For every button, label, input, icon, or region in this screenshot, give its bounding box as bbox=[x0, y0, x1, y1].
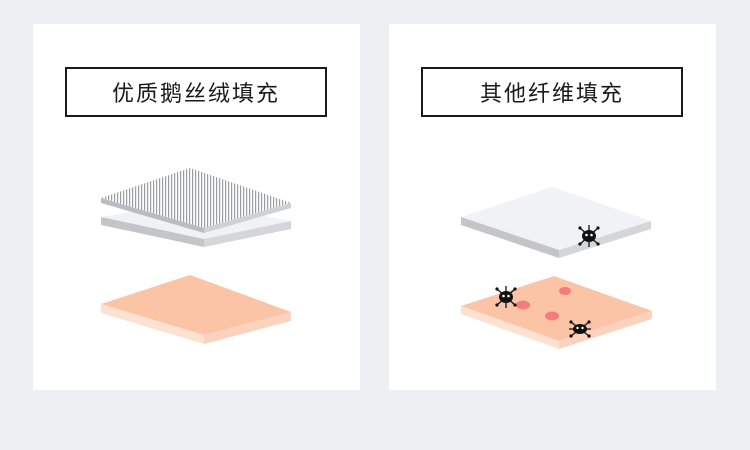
panel-premium-down: 优质鹅丝绒填充 bbox=[33, 24, 360, 390]
fabric-layer bbox=[461, 187, 651, 258]
other-fiber-illustration bbox=[461, 187, 652, 349]
skin-layer bbox=[461, 276, 652, 349]
panel-title-premium-down: 优质鹅丝绒填充 bbox=[65, 67, 327, 117]
down-fiber-layer bbox=[101, 168, 291, 233]
skin-layer bbox=[101, 275, 291, 344]
skin-irritation-icon bbox=[516, 287, 571, 321]
premium-down-illustration bbox=[101, 168, 291, 344]
mite-icon bbox=[495, 286, 517, 308]
panel-title-text: 优质鹅丝绒填充 bbox=[111, 82, 280, 107]
mite-icon bbox=[569, 320, 591, 338]
panel-title-other-fiber: 其他纤维填充 bbox=[421, 67, 683, 117]
panel-other-fiber: 其他纤维填充 bbox=[389, 24, 716, 390]
panel-title-text: 其他纤维填充 bbox=[479, 82, 624, 107]
mite-icon bbox=[578, 225, 600, 247]
